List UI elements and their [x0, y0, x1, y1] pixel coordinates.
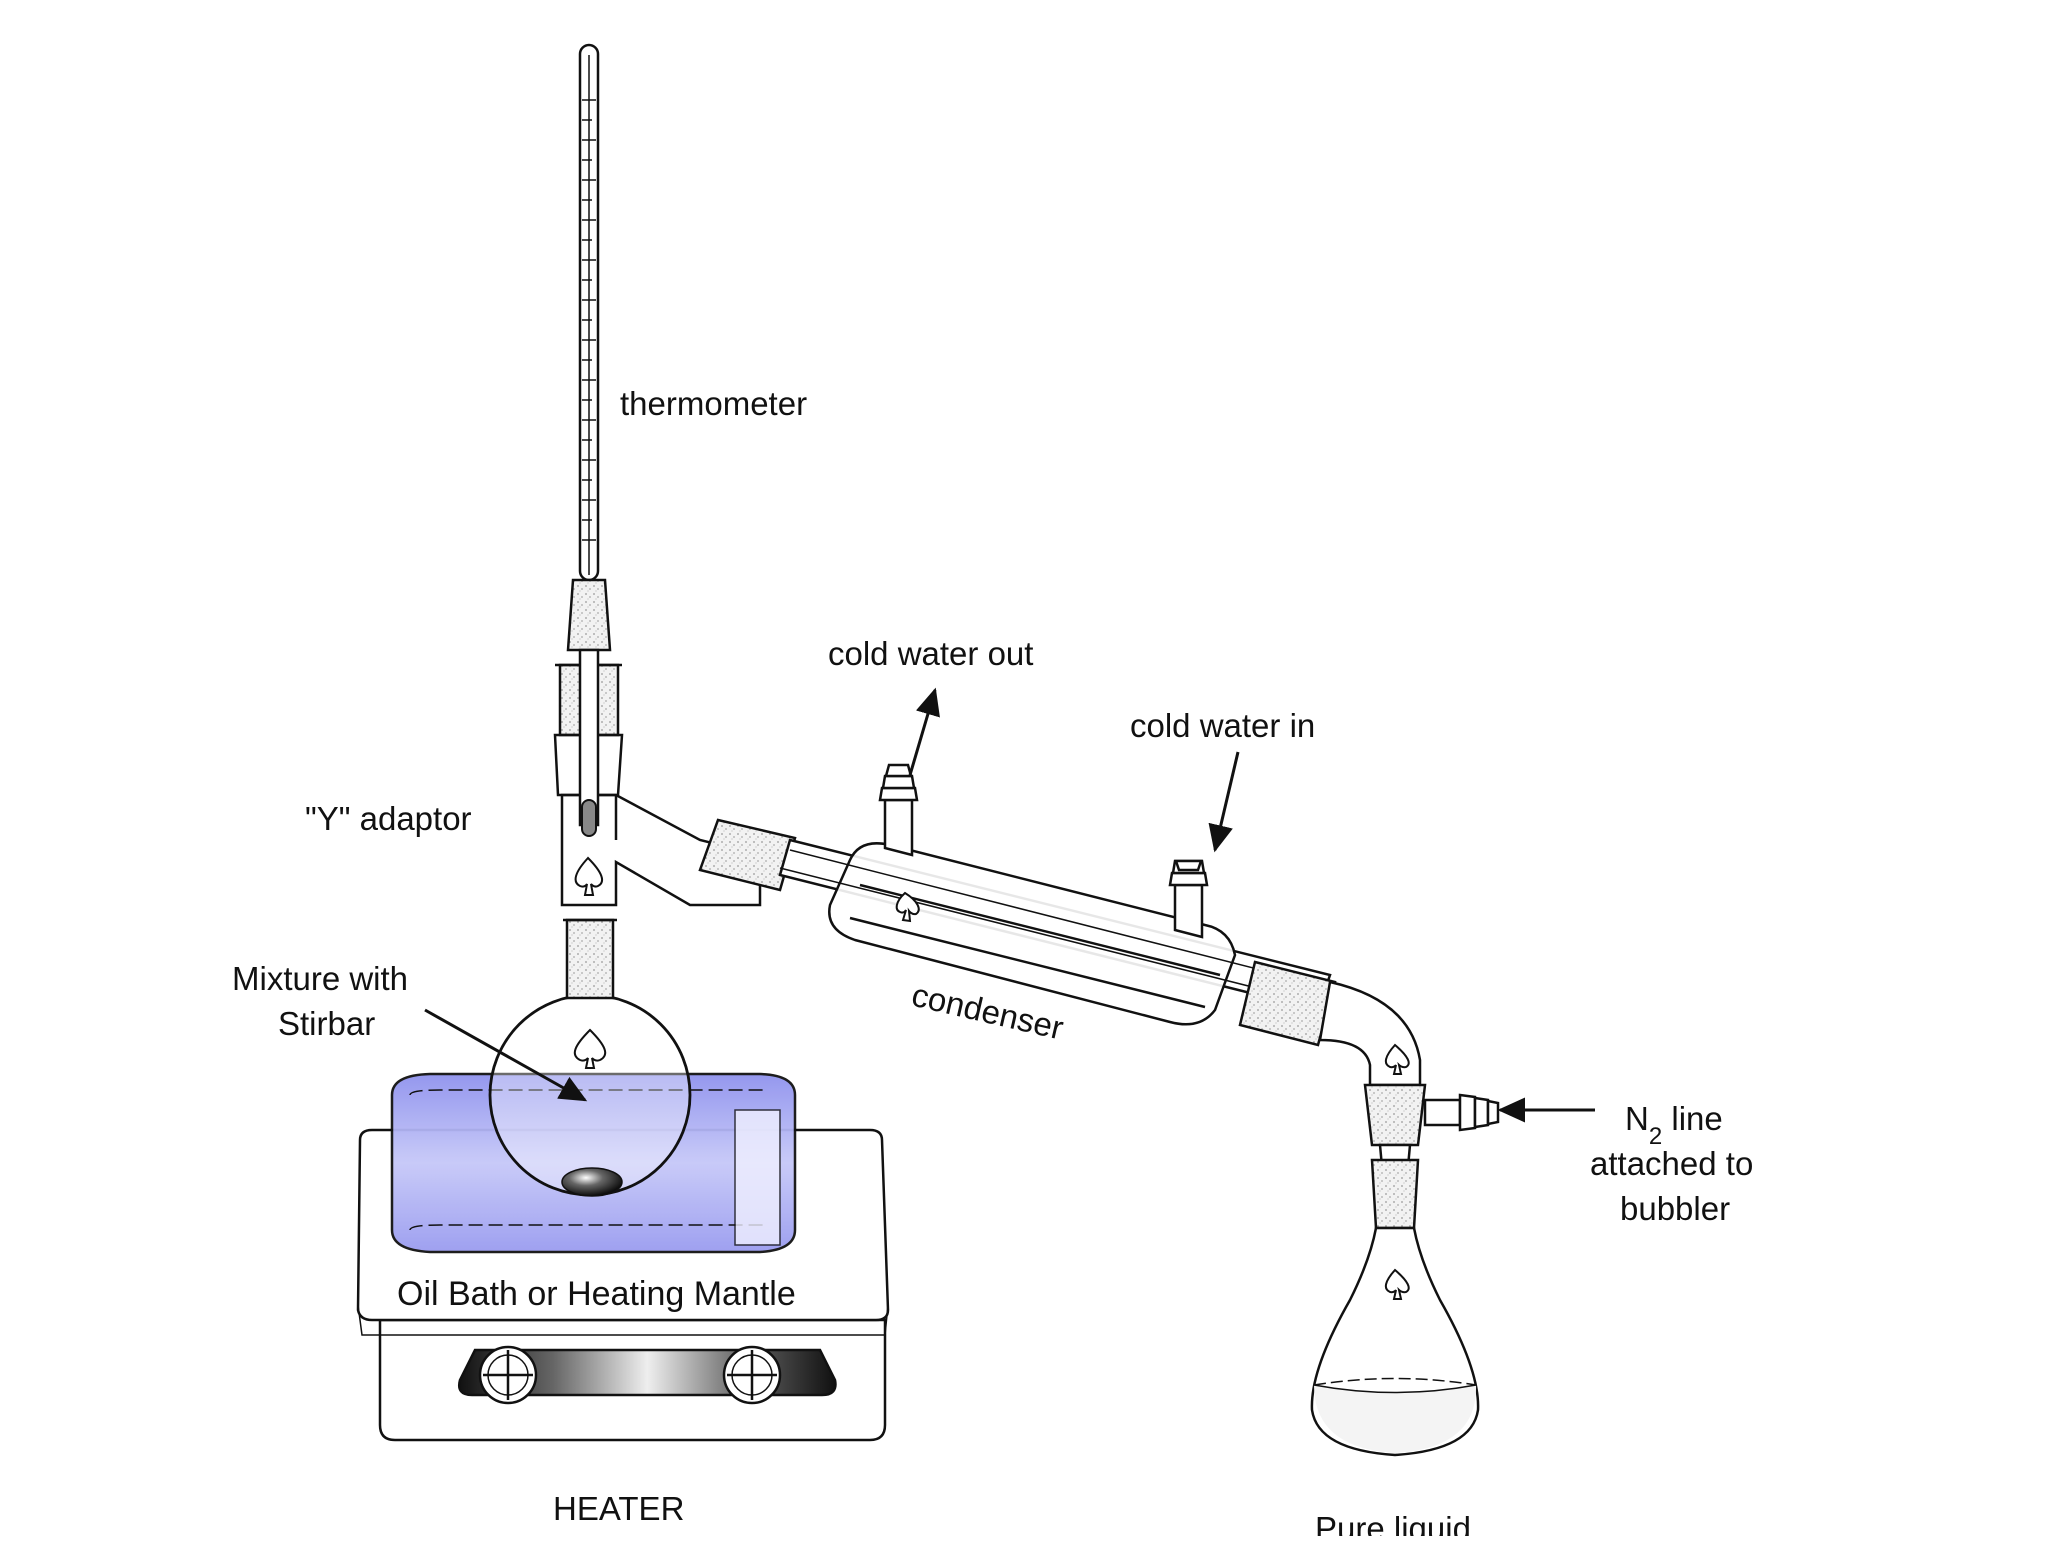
flask-neck-joint: [565, 918, 615, 1000]
receiving-flask: [1310, 1158, 1480, 1457]
receiver-joint: [1238, 960, 1337, 1047]
label-oil-bath: Oil Bath or Heating Mantle: [397, 1275, 796, 1313]
water-in-nozzle: [1168, 859, 1209, 939]
label-thermometer: thermometer: [620, 385, 807, 422]
pure-liquid-fill: [1314, 1385, 1477, 1453]
spade-mark-flask: [1384, 1268, 1410, 1300]
label-mixture-line1: Mixture with: [232, 960, 408, 997]
thermometer: [566, 43, 612, 837]
label-y-adaptor: "Y" adaptor: [305, 800, 472, 837]
label-cold-water-out: cold water out: [828, 635, 1033, 672]
label-mixture-line2: Stirbar: [278, 1005, 375, 1042]
heater-knob-right[interactable]: [722, 1345, 782, 1405]
stirbar: [561, 1167, 623, 1197]
condenser: [698, 763, 1332, 1026]
spade-mark-adaptor: [574, 856, 604, 896]
receiver-adaptor: [1238, 960, 1500, 1202]
heater-knob-left[interactable]: [478, 1345, 538, 1405]
flask-bulb: [488, 993, 692, 1197]
arrow-cold-water-out: [908, 687, 940, 776]
label-n2-line: N2 line: [1625, 1100, 1723, 1150]
spade-mark-receiver: [1384, 1043, 1410, 1075]
round-bottom-flask: [488, 918, 692, 1197]
label-cold-water-in: cold water in: [1130, 707, 1315, 744]
condenser-jacket: [828, 842, 1237, 1026]
thermometer-bulb: [581, 799, 597, 837]
arrow-cold-water-in: [1208, 751, 1240, 853]
label-heater: HEATER: [553, 1490, 684, 1527]
label-n2-line2: attached to: [1590, 1145, 1753, 1182]
label-n2-line3: bubbler: [1620, 1190, 1730, 1227]
water-out-nozzle: [878, 763, 919, 857]
spade-mark-condenser: [895, 891, 920, 923]
arrow-mixture: [424, 1008, 588, 1102]
label-pure-liquid: Pure liquid: [1315, 1510, 1471, 1536]
thermometer-adapter: [566, 578, 612, 652]
condenser-inlet-joint: [698, 818, 797, 892]
annotation-arrows: [424, 687, 1595, 1123]
spade-mark: [573, 1028, 607, 1069]
